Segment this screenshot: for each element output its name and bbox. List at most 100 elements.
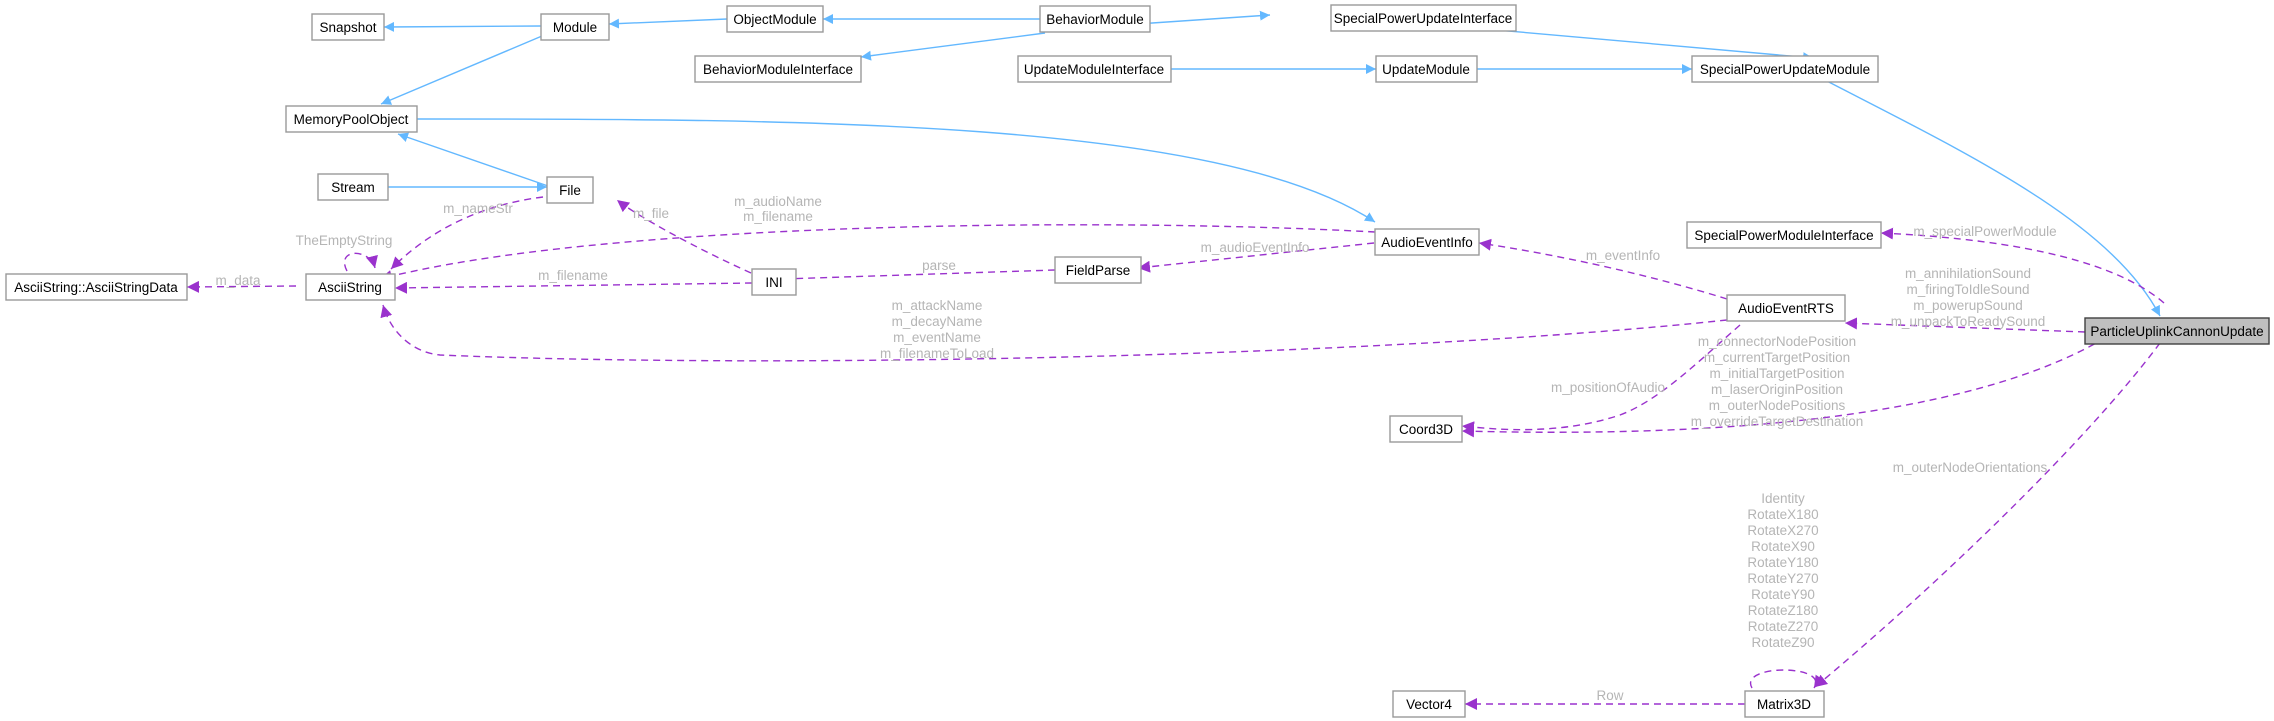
node-memory-pool-object[interactable]: MemoryPoolObject <box>285 105 418 133</box>
label-theemptystring: TheEmptyString <box>296 233 393 248</box>
label-file: m_file <box>633 206 669 221</box>
label-sounds: m_annihilationSound m_firingToIdleSound … <box>1891 266 2046 329</box>
nodes: Snapshot Module ObjectModule BehaviorMod… <box>5 4 2270 718</box>
svg-text:RotateY270: RotateY270 <box>1747 571 1818 586</box>
node-stream[interactable]: Stream <box>317 173 389 201</box>
node-matrix3d[interactable]: Matrix3D <box>1744 690 1825 718</box>
label-positions: m_connectorNodePosition m_currentTargetP… <box>1691 334 1864 429</box>
svg-text:RotateY90: RotateY90 <box>1751 587 1815 602</box>
svg-text:m_laserOriginPosition: m_laserOriginPosition <box>1711 382 1843 397</box>
svg-text:m_firingToIdleSound: m_firingToIdleSound <box>1906 282 2029 297</box>
node-particle-uplink-cannon-update[interactable]: ParticleUplinkCannonUpdate <box>2084 317 2270 345</box>
svg-text:MemoryPoolObject: MemoryPoolObject <box>294 112 409 127</box>
node-special-power-module-interface[interactable]: SpecialPowerModuleInterface <box>1686 221 1882 249</box>
svg-text:Coord3D: Coord3D <box>1399 422 1453 437</box>
edge-audioeventrts-strings <box>380 304 1728 362</box>
label-matrix-statics: Identity RotateX180 RotateX270 RotateX90… <box>1747 491 1818 650</box>
svg-text:Snapshot: Snapshot <box>319 20 376 35</box>
edge-module-snapshot <box>383 21 542 32</box>
edge-parse <box>782 269 1056 285</box>
svg-text:FieldParse: FieldParse <box>1066 263 1131 278</box>
svg-text:BehaviorModuleInterface: BehaviorModuleInterface <box>703 62 853 77</box>
svg-text:Identity: Identity <box>1761 491 1805 506</box>
svg-text:m_decayName: m_decayName <box>892 314 983 329</box>
edge-specialpowermodule <box>1880 227 2165 304</box>
svg-text:BehaviorModule: BehaviorModule <box>1046 12 1144 27</box>
node-ini[interactable]: INI <box>751 268 797 296</box>
label-audio-filename: m_filename <box>743 209 813 224</box>
node-audio-event-rts[interactable]: AudioEventRTS <box>1726 294 1846 322</box>
svg-text:RotateX270: RotateX270 <box>1747 523 1818 538</box>
svg-text:File: File <box>559 183 581 198</box>
svg-text:Stream: Stream <box>331 180 375 195</box>
edge-behaviormodule-behaviormoduleinterface <box>860 32 1046 61</box>
edge-namestr <box>390 196 544 270</box>
svg-text:AsciiString::AsciiStringData: AsciiString::AsciiStringData <box>14 280 178 295</box>
svg-text:INI: INI <box>765 275 782 290</box>
svg-text:m_unpackToReadySound: m_unpackToReadySound <box>1891 314 2046 329</box>
edge-data <box>186 280 297 293</box>
svg-text:m_attackName: m_attackName <box>892 298 983 313</box>
label-data: m_data <box>215 273 261 288</box>
label-parse: parse <box>922 258 956 273</box>
label-audioeventinfo: m_audioEventInfo <box>1201 240 1310 255</box>
node-behavior-module-interface[interactable]: BehaviorModuleInterface <box>694 55 862 83</box>
node-field-parse[interactable]: FieldParse <box>1054 256 1142 284</box>
svg-text:RotateY180: RotateY180 <box>1747 555 1818 570</box>
collaboration-edges <box>186 196 2165 710</box>
svg-text:m_powerupSound: m_powerupSound <box>1913 298 2023 313</box>
svg-text:UpdateModule: UpdateModule <box>1382 62 1470 77</box>
svg-text:m_initialTargetPosition: m_initialTargetPosition <box>1709 366 1844 381</box>
edge-labels: TheEmptyString m_nameStr m_audioName m_f… <box>215 194 2056 703</box>
node-snapshot[interactable]: Snapshot <box>311 13 385 41</box>
svg-text:RotateZ270: RotateZ270 <box>1748 619 1819 634</box>
node-special-power-update-interface[interactable]: SpecialPowerUpdateInterface <box>1330 4 1517 32</box>
edge-audioeventinfo-memorypoolobject <box>416 118 1376 223</box>
node-behavior-module[interactable]: BehaviorModule <box>1039 5 1151 33</box>
node-object-module[interactable]: ObjectModule <box>726 5 824 33</box>
edge-file <box>616 199 752 274</box>
edge-eventinfo <box>1478 238 1728 300</box>
svg-text:m_currentTargetPosition: m_currentTargetPosition <box>1704 350 1850 365</box>
node-special-power-update-module[interactable]: SpecialPowerUpdateModule <box>1691 55 1879 83</box>
svg-text:Vector4: Vector4 <box>1406 697 1452 712</box>
svg-text:RotateX180: RotateX180 <box>1747 507 1818 522</box>
node-audio-event-info[interactable]: AudioEventInfo <box>1374 228 1480 256</box>
node-ascii-string[interactable]: AsciiString <box>305 273 396 301</box>
svg-text:RotateZ90: RotateZ90 <box>1751 635 1814 650</box>
svg-text:ParticleUplinkCannonUpdate: ParticleUplinkCannonUpdate <box>2090 324 2263 339</box>
label-specialpowermodule: m_specialPowerModule <box>1913 224 2056 239</box>
node-update-module[interactable]: UpdateModule <box>1375 55 1478 83</box>
label-audioname: m_audioName <box>734 194 822 209</box>
edge-module-memorypoolobject <box>380 35 543 105</box>
svg-text:SpecialPowerUpdateInterface: SpecialPowerUpdateInterface <box>1334 11 1513 26</box>
edge-theemptystring <box>344 252 378 272</box>
edge-positionofaudio <box>1461 324 1741 434</box>
svg-text:SpecialPowerUpdateModule: SpecialPowerUpdateModule <box>1700 62 1870 77</box>
label-audioeventrts-strings: m_attackName m_decayName m_eventName m_f… <box>880 298 994 361</box>
svg-text:RotateZ180: RotateZ180 <box>1748 603 1819 618</box>
svg-text:AudioEventInfo: AudioEventInfo <box>1381 235 1473 250</box>
node-module[interactable]: Module <box>540 13 610 41</box>
label-eventinfo: m_eventInfo <box>1586 248 1660 263</box>
edge-objectmodule-module <box>608 18 728 29</box>
svg-text:AsciiString: AsciiString <box>318 280 382 295</box>
svg-text:Matrix3D: Matrix3D <box>1757 697 1811 712</box>
node-ascii-string-data[interactable]: AsciiString::AsciiStringData <box>5 273 188 301</box>
edge-audioname-filename <box>379 224 1376 282</box>
edge-filename <box>394 281 753 294</box>
svg-text:m_outerNodePositions: m_outerNodePositions <box>1709 398 1846 413</box>
edge-positions <box>1461 337 2106 438</box>
node-vector4[interactable]: Vector4 <box>1392 690 1466 718</box>
node-coord3d[interactable]: Coord3D <box>1389 415 1463 443</box>
edge-particleuplinkcannonupdate-specialpowerupdatemodule <box>1822 78 2161 317</box>
edge-sounds <box>1844 317 2086 333</box>
svg-text:m_eventName: m_eventName <box>893 330 981 345</box>
label-row: Row <box>1596 688 1623 703</box>
node-file[interactable]: File <box>546 176 594 204</box>
svg-text:ObjectModule: ObjectModule <box>733 12 816 27</box>
node-update-module-interface[interactable]: UpdateModuleInterface <box>1017 55 1172 83</box>
label-positionofaudio: m_positionOfAudio <box>1551 380 1665 395</box>
label-filename: m_filename <box>538 268 608 283</box>
